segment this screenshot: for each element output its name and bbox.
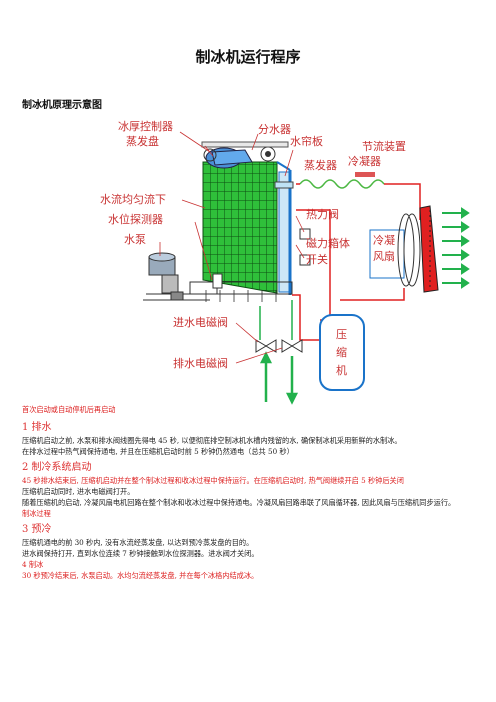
ice-making-paragraph-1: 30 秒预冷结束后, 水泵启动。水均匀流经蒸发盘, 并在每个冰格内结成冰。	[22, 571, 259, 580]
heading-drain: 1 排水	[22, 422, 52, 433]
label-thickness-controller: 冰厚控制器	[118, 119, 173, 133]
label-water-curtain: 水帘板	[290, 134, 323, 148]
inlet-valve	[255, 339, 303, 353]
ice-machine-diagram: 冰厚控制器 蒸发盘 分水器 水帘板 蒸发器 节流装置 冷凝器 水流均匀流下 水位…	[100, 119, 470, 405]
label-magnetic-switch: 开关	[306, 252, 328, 266]
ice-making-label: 制冰过程	[22, 509, 51, 518]
water-distributor	[201, 141, 289, 169]
label-pump: 水泵	[124, 233, 146, 246]
label-evaporator-pan: 蒸发盘	[126, 134, 159, 148]
label-magnetic-box: 磁力箱体	[306, 236, 350, 250]
condenser-fan	[369, 205, 439, 293]
water-pump	[143, 252, 210, 301]
label-condenser: 冷凝器	[348, 154, 381, 168]
compressor	[319, 314, 365, 391]
label-compressor-1: 压	[336, 328, 347, 341]
precool-paragraph-1: 压缩机通电的前 30 秒内, 没有水流经蒸发盘, 以达到预冷蒸发盘的目的。	[22, 538, 254, 547]
magnetic-switch-box	[299, 254, 311, 266]
refrigeration-paragraph-1: 45 秒排水结束后, 压缩机启动并在整个制冰过程和收冰过程中保持运行。在压缩机启…	[22, 476, 404, 485]
evaporator-grid	[202, 161, 292, 295]
refrigeration-paragraph-3: 随着压缩机的启动, 冷凝风扇电机回路在整个制冰和收冰过程中保持通电。冷凝风扇回路…	[22, 498, 456, 507]
label-hot-valve: 热力阀	[306, 207, 339, 221]
level-probe	[212, 273, 223, 294]
label-fan-line1: 冷凝	[373, 233, 395, 247]
drain-paragraph-1: 压缩机启动之前, 水泵和排水阀线圈先得电 45 秒, 以便彻底排空制冰机水槽内残…	[22, 436, 402, 445]
heading-refrigeration-start: 2 制冷系统启动	[22, 462, 92, 473]
label-inlet-valve: 进水电磁阀	[173, 315, 228, 329]
throttle-device	[355, 172, 375, 177]
label-fan-line2: 风扇	[373, 249, 395, 263]
label-level-probe: 水位探测器	[108, 212, 163, 226]
label-distributor: 分水器	[258, 123, 291, 136]
label-compressor-2: 缩	[336, 346, 347, 359]
document-body: 首次启动或自动停机后再启动 1 排水 压缩机启动之前, 水泵和排水阀线圈先得电 …	[22, 404, 474, 581]
hot-gas-valve	[299, 228, 311, 240]
heading-precool: 3 预冷	[22, 524, 52, 535]
heading-ice-making: 4 制冰	[22, 560, 44, 569]
intro-line: 首次启动或自动停机后再启动	[22, 405, 116, 414]
water-tank	[189, 281, 293, 295]
refrigeration-paragraph-2: 压缩机启动同时, 进水电磁阀打开。	[22, 487, 135, 496]
label-throttle: 节流装置	[362, 139, 406, 153]
airflow-arrows	[442, 207, 470, 289]
page-title: 制冰机运行程序	[195, 48, 301, 66]
diagram-title: 制冰机原理示意图	[22, 100, 102, 111]
label-water-flow: 水流均匀流下	[100, 192, 166, 206]
leader-lines	[159, 131, 305, 364]
water-curtain-plate	[274, 181, 294, 189]
label-compressor-3: 机	[336, 363, 347, 377]
precool-paragraph-2: 进水阀保持打开, 直到水位连续 7 秒钟接触到水位探测器。进水阀才关闭。	[22, 549, 259, 558]
condenser-coil	[299, 179, 385, 189]
drain-paragraph-2: 在排水过程中热气阀保持通电, 并且在压缩机启动时前 5 秒钟仍然通电（总共 50…	[22, 447, 294, 456]
label-evaporator: 蒸发器	[304, 158, 337, 172]
label-drain-valve: 排水电磁阀	[173, 356, 228, 370]
